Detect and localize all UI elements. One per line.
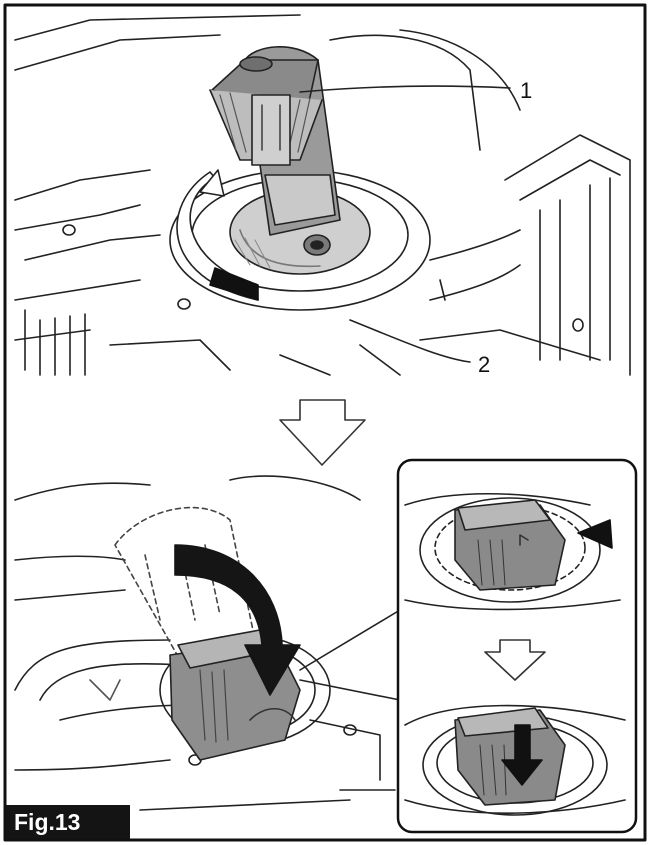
figure-label: Fig.13 [6, 805, 130, 839]
zoom-line-bottom [299, 679, 401, 701]
callout-label-2: 2 [478, 352, 491, 377]
callout-leader-2 [349, 319, 471, 363]
inset-step-b [404, 704, 626, 816]
press-arrow-icon [501, 724, 543, 786]
inset-next-arrow-icon [484, 639, 546, 681]
oil-cap-opened [209, 46, 341, 256]
zoom-line-top [299, 609, 401, 671]
inset-step-a [404, 492, 621, 611]
top-panel-tool-body [14, 14, 631, 376]
callout-leader-1 [299, 85, 511, 93]
close-arrow-icon [174, 544, 301, 696]
figure-frame [3, 3, 647, 842]
rotate-arrow-icon [176, 169, 259, 301]
push-arrow-icon [577, 519, 613, 549]
oil-cap-closed [159, 629, 331, 761]
callout-label-1: 1 [520, 78, 533, 103]
next-step-arrow-icon [279, 399, 366, 466]
